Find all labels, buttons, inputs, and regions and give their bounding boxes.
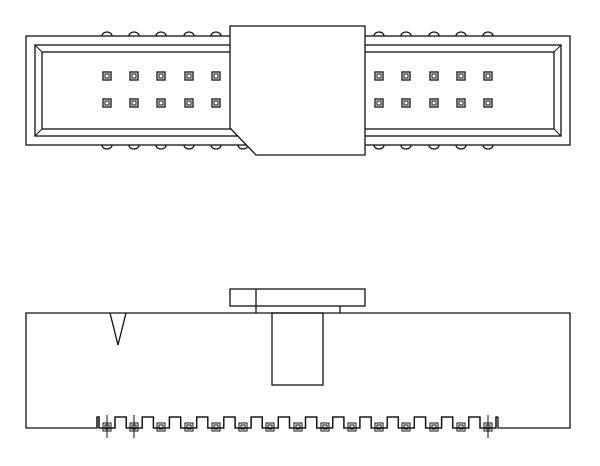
pin-square <box>401 98 411 108</box>
side-pin <box>456 422 466 432</box>
pin-square <box>374 71 384 81</box>
side-pin <box>238 422 248 432</box>
pin-square-inner <box>431 100 437 106</box>
pin-square-inner <box>213 73 219 79</box>
side-pins <box>96 415 498 438</box>
side-pin <box>211 422 221 432</box>
pin-bump-bottom <box>400 144 412 150</box>
pin-square <box>211 71 221 81</box>
side-pin-inner <box>403 424 409 430</box>
pin-bump-top <box>428 31 440 37</box>
side-pin-inner <box>322 424 328 430</box>
pin-square <box>456 98 466 108</box>
pin-bump-bottom <box>155 144 167 150</box>
pin-square <box>483 98 493 108</box>
side-pin-inner <box>158 424 164 430</box>
pin-bump-top <box>210 31 222 37</box>
pin-square <box>129 71 139 81</box>
pin-bump-top <box>101 31 113 37</box>
pin-square-inner <box>485 100 491 106</box>
pin-square <box>211 98 221 108</box>
pin-square <box>429 98 439 108</box>
side-pin-inner <box>213 424 219 430</box>
side-pin <box>374 422 384 432</box>
side-pin <box>401 422 411 432</box>
pin-square-inner <box>131 100 137 106</box>
pin-square-inner <box>213 100 219 106</box>
side-latch-body <box>271 312 324 386</box>
pin-square-inner <box>431 73 437 79</box>
pin-bump-top <box>373 31 385 37</box>
side-pin <box>156 422 166 432</box>
pin-square <box>456 71 466 81</box>
pin-bump-bottom <box>455 144 467 150</box>
pin-square-inner <box>376 100 382 106</box>
side-view <box>25 288 571 438</box>
pin-bump-bottom <box>482 144 494 150</box>
pin-square <box>102 98 112 108</box>
pin-square <box>184 98 194 108</box>
pin-bump-top <box>455 31 467 37</box>
side-pin-inner <box>186 424 192 430</box>
pin-square-inner <box>458 73 464 79</box>
pin-bump-bottom <box>183 144 195 150</box>
side-pin-inner <box>349 424 355 430</box>
pin-bump-top <box>400 31 412 37</box>
pin-square-inner <box>186 73 192 79</box>
pin-square-inner <box>131 73 137 79</box>
pin-bump-bottom <box>428 144 440 150</box>
pin-square-inner <box>186 100 192 106</box>
pin-square-inner <box>403 100 409 106</box>
side-pin-inner <box>295 424 301 430</box>
side-view-body <box>25 312 571 429</box>
pin-bump-top <box>183 31 195 37</box>
pin1-marker <box>109 312 127 346</box>
pin-square <box>156 98 166 108</box>
side-pin <box>429 422 439 432</box>
side-pin <box>320 422 330 432</box>
pin-square <box>129 98 139 108</box>
side-pin-inner <box>267 424 273 430</box>
pin-bump-top <box>482 31 494 37</box>
pin-bump-bottom <box>373 144 385 150</box>
pin-bump-bottom <box>128 144 140 150</box>
side-comb-edge <box>96 416 498 429</box>
pin-bump-top <box>128 31 140 37</box>
pin-bump-bottom <box>210 144 222 150</box>
side-pin-inner <box>458 424 464 430</box>
side-pin <box>184 422 194 432</box>
pin-square-inner <box>458 100 464 106</box>
pin-square-inner <box>158 100 164 106</box>
side-pin-inner <box>431 424 437 430</box>
pin-square <box>429 71 439 81</box>
pin-square-inner <box>158 73 164 79</box>
pin-square <box>401 71 411 81</box>
side-pin-inner <box>376 424 382 430</box>
pin-square <box>483 71 493 81</box>
side-pin <box>347 422 357 432</box>
side-pin-inner <box>240 424 246 430</box>
pin-bump-top <box>155 31 167 37</box>
side-pin <box>293 422 303 432</box>
pin-square <box>102 71 112 81</box>
side-pin <box>265 422 275 432</box>
pin-bump-bottom <box>101 144 113 150</box>
pin-square-inner <box>485 73 491 79</box>
pin-square <box>374 98 384 108</box>
pin-square-inner <box>104 73 110 79</box>
pin-square <box>184 71 194 81</box>
pin-square-inner <box>376 73 382 79</box>
pin-square-inner <box>104 100 110 106</box>
top-view <box>25 25 571 156</box>
side-latch-cap <box>229 288 366 307</box>
pin-square <box>156 71 166 81</box>
polarization-latch <box>229 25 366 156</box>
pin-square-inner <box>403 73 409 79</box>
